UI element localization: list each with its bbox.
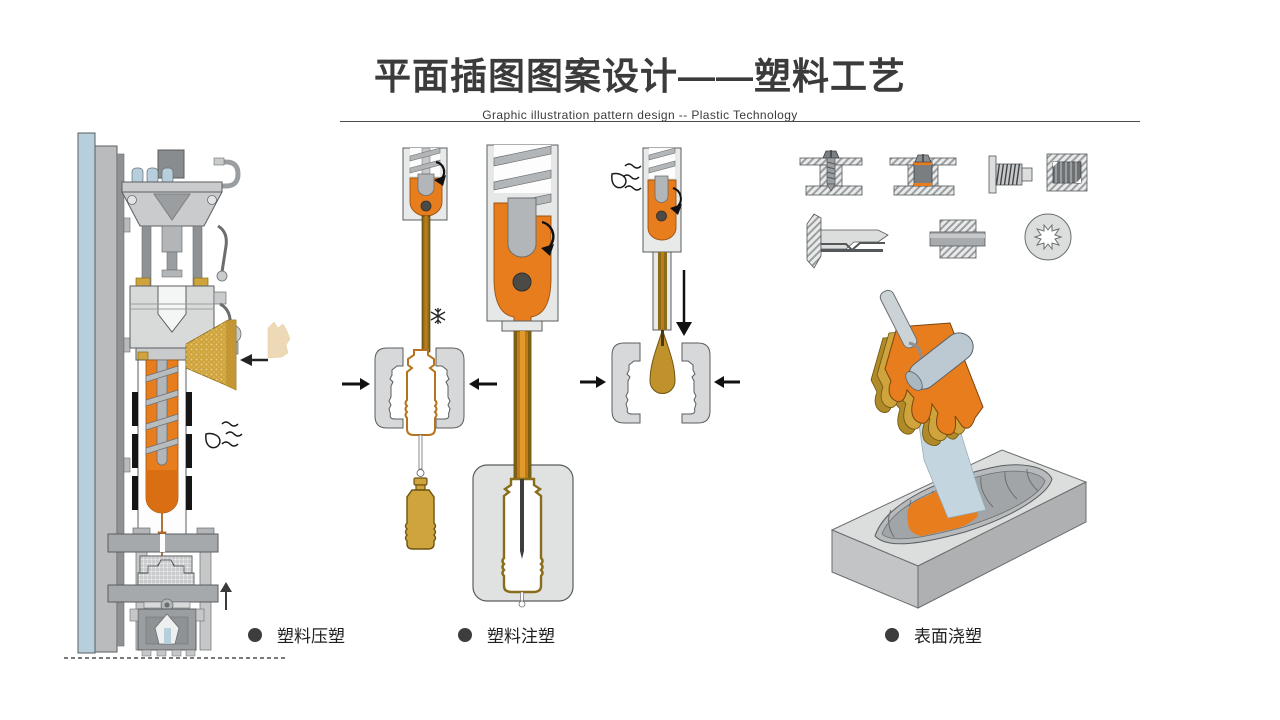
inward-arrows-icon (580, 376, 740, 388)
extruder-drop (611, 147, 692, 336)
snowflake-icon (430, 308, 446, 324)
fastener-threaded-insert (1046, 153, 1088, 192)
legend-label: 塑料压塑 (277, 627, 345, 646)
page-subtitle: Graphic illustration pattern design -- P… (482, 108, 798, 122)
legend-item-surface-casting: 表面浇塑 (885, 622, 982, 647)
heat-waves-icon (622, 163, 642, 191)
bullet-icon (248, 627, 262, 642)
flame-icon (611, 172, 627, 189)
finished-bottle (404, 477, 437, 550)
pellet-hopper (185, 319, 237, 391)
machine-press (107, 527, 232, 657)
legend-label: 塑料注塑 (487, 627, 555, 646)
injection-mold (472, 330, 574, 608)
pellet-pile (267, 321, 290, 359)
injection-blow-molding-illustration (342, 144, 740, 608)
machine-barrel (132, 359, 192, 556)
fastener-screw-joint (799, 150, 863, 196)
rotation-arrow-icon (541, 220, 555, 256)
blow-mold-1 (342, 347, 497, 477)
snap-fit-joint (806, 213, 889, 269)
machine-head (121, 149, 241, 289)
machine-frame (77, 132, 131, 654)
inward-arrows-icon (342, 378, 497, 390)
header: 平面插图图案设计——塑料工艺 Graphic illustration patt… (0, 46, 1280, 122)
fastener-insert-joint (889, 154, 957, 196)
page-title: 平面插图图案设计——塑料工艺 (374, 56, 906, 97)
bullet-icon (458, 627, 472, 642)
legend-item-injection: 塑料注塑 (458, 622, 555, 647)
header-divider (340, 121, 1140, 122)
extruder-small (402, 147, 448, 353)
flame-icon (205, 432, 221, 449)
compression-molding-machine-illustration (64, 132, 290, 659)
bullet-icon (885, 627, 899, 642)
rotation-arrow-icon (434, 160, 446, 186)
heat-waves-icon (221, 421, 243, 447)
paint-roller (879, 289, 974, 391)
star-washer (1024, 213, 1072, 261)
rotation-arrow-icon (670, 187, 682, 215)
extruder-large (486, 144, 559, 332)
left-arrow-icon (240, 354, 268, 366)
parison-drop (649, 328, 676, 394)
legend-item-compression: 塑料压塑 (248, 622, 345, 647)
up-arrow-icon (220, 582, 232, 610)
pin-joint (929, 219, 986, 259)
blow-mold-2 (580, 328, 740, 424)
parison-outline (404, 349, 438, 436)
surface-casting-illustration (799, 150, 1088, 609)
fastener-bolt (988, 155, 1033, 194)
legend-label: 表面浇塑 (914, 627, 982, 646)
down-arrow-icon (676, 270, 692, 336)
